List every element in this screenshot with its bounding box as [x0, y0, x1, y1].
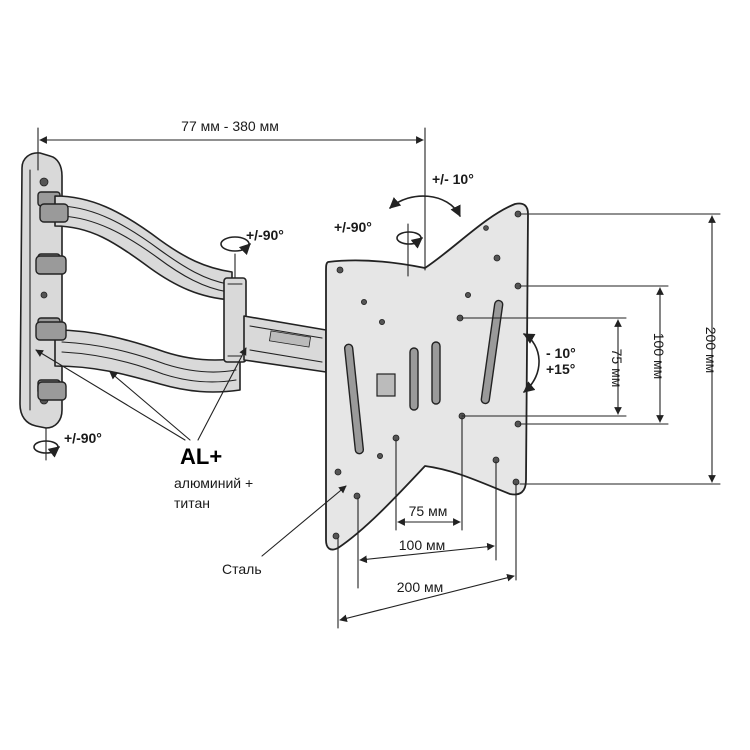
steel-callout: Сталь	[222, 485, 347, 577]
rotation-indicator: - 10° +15°	[523, 333, 576, 393]
connector-bar	[243, 315, 327, 373]
lower-arm	[35, 321, 241, 401]
material-line2: титан	[174, 495, 210, 511]
rotation-neg-label: - 10°	[546, 345, 576, 361]
vesa-plate	[325, 202, 529, 551]
material-line1: алюминий +	[174, 475, 253, 491]
h200-label: 200 мм	[397, 579, 444, 595]
material-callout: AL+ алюминий + титан	[35, 347, 253, 511]
wall-swivel-indicator: +/-90°	[33, 427, 102, 461]
pivot-swivel-label: +/-90°	[246, 227, 284, 243]
h100-label: 100 мм	[399, 537, 446, 553]
arm-length-label: 77 мм - 380 мм	[181, 118, 279, 134]
upper-arm	[35, 195, 233, 301]
rotation-pos-label: +15°	[546, 361, 575, 377]
material-brand: AL+	[180, 444, 222, 469]
pivot-swivel-indicator: +/-90°	[220, 227, 284, 256]
v200-label: 200 мм	[703, 327, 719, 374]
plate-swivel-label: +/-90°	[334, 219, 372, 235]
v100-label: 100 мм	[651, 333, 667, 380]
horizontal-dimensions: 75 мм 100 мм 200 мм	[337, 417, 517, 629]
tilt-indicator: +/- 10°	[389, 171, 474, 218]
wall-swivel-label: +/-90°	[64, 430, 102, 446]
h75-label: 75 мм	[409, 503, 448, 519]
vertical-dimensions: 200 мм 100 мм 75 мм	[461, 213, 721, 485]
pivot-post	[223, 253, 247, 363]
arm-length-dimension: 77 мм - 380 мм	[37, 118, 426, 271]
plate-swivel-indicator: +/-90°	[334, 219, 423, 277]
v75-label: 75 мм	[609, 349, 625, 388]
steel-label: Сталь	[222, 561, 262, 577]
tilt-label: +/- 10°	[432, 171, 474, 187]
